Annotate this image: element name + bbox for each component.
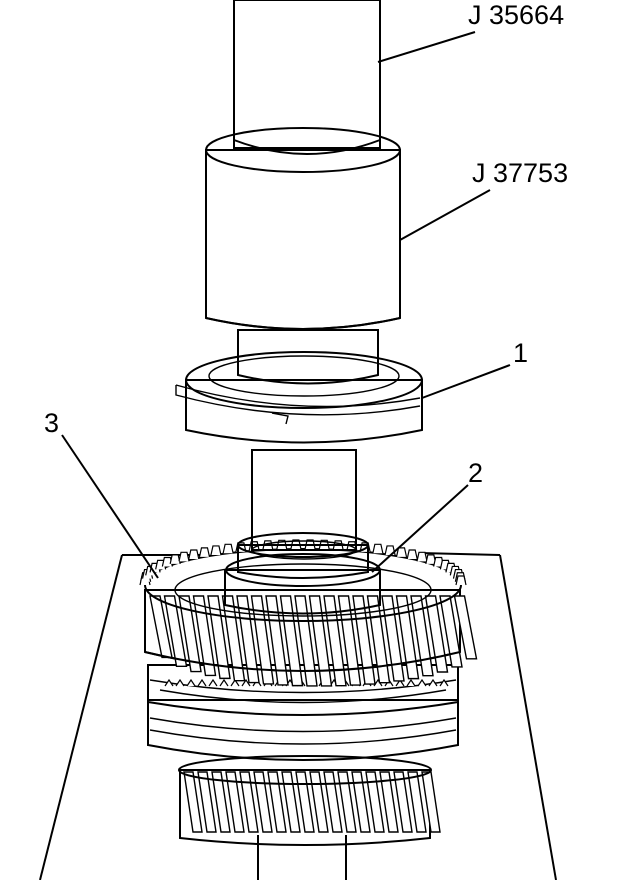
lower-gear-tooth — [295, 771, 315, 833]
gear-rim-tooth — [455, 575, 467, 586]
gear-tooth — [250, 595, 275, 685]
gear-tooth — [265, 595, 289, 686]
lower-gear-tooth — [267, 771, 287, 833]
lower-gear-tooth — [239, 771, 259, 833]
gear-tooth — [163, 595, 188, 667]
sync-tooth — [186, 678, 196, 687]
gear-rim-tooth — [372, 543, 384, 554]
gear-rim-tooth — [178, 551, 190, 562]
sync-tooth — [164, 678, 174, 687]
label-part-2: 2 — [468, 458, 483, 488]
gear-tooth — [337, 595, 362, 686]
gear-tooth — [192, 595, 217, 677]
lower-gear-tooth — [253, 771, 273, 833]
sync-tooth — [417, 678, 427, 687]
label-j37753: J 37753 — [472, 158, 568, 188]
lower-gear-tooth — [351, 771, 371, 833]
gear-rim-tooth — [198, 547, 211, 557]
gear-rim-tooth — [188, 549, 200, 560]
lower-gear-tooth — [407, 771, 427, 833]
lower-gear-tooth — [365, 771, 385, 833]
label-part-1: 1 — [513, 338, 528, 368]
bearing-part-1 — [175, 351, 423, 444]
gear-rim-tooth — [210, 545, 222, 556]
gear-rim-tooth — [406, 549, 418, 560]
label-j35664: J 35664 — [468, 0, 564, 30]
lower-gear-tooth — [309, 771, 329, 833]
helical-gear-part-3 — [139, 539, 478, 687]
gear-tooth — [279, 595, 304, 687]
gear-rim-tooth — [169, 554, 181, 564]
sync-tooth — [197, 678, 207, 687]
gear-rim-tooth — [416, 551, 428, 562]
gear-tooth — [308, 595, 333, 687]
main-shaft — [251, 449, 357, 560]
lower-gear-tooth — [197, 771, 217, 833]
sync-tooth — [428, 678, 438, 687]
lower-helical-gear — [178, 755, 441, 846]
handle-j35664 — [233, 0, 381, 155]
sync-tooth — [406, 678, 416, 687]
gear-tooth — [410, 595, 434, 677]
gear-tooth — [207, 595, 231, 680]
leader-lines — [61, 31, 511, 579]
gear-rim-tooth — [222, 543, 234, 554]
gear-tooth — [453, 595, 478, 660]
gear-tooth — [323, 595, 347, 687]
gear-tooth — [395, 595, 420, 680]
lower-gear-tooth — [379, 771, 399, 833]
gear-tooth — [381, 595, 405, 682]
lower-gear-tooth — [225, 771, 245, 833]
gear-tooth — [294, 595, 318, 687]
shaft-collar-part-2 — [224, 532, 381, 615]
sync-tooth — [219, 678, 229, 687]
gear-tooth — [178, 595, 202, 673]
sync-tooth — [208, 678, 218, 687]
installer-tool-j37753 — [205, 127, 401, 385]
lower-gear-tooth — [337, 771, 357, 833]
lower-gear-tooth — [183, 771, 203, 833]
press-frame — [39, 552, 557, 880]
gear-rim-tooth — [395, 547, 408, 557]
lower-gear-tooth — [323, 771, 343, 833]
label-part-3: 3 — [44, 408, 59, 438]
sync-tooth — [439, 678, 449, 687]
sync-tooth — [241, 678, 251, 687]
sync-tooth — [175, 678, 185, 687]
lower-gear-tooth — [211, 771, 231, 833]
gear-tooth — [424, 595, 449, 673]
gear-tooth — [439, 595, 463, 668]
lower-gear-tooth — [281, 771, 301, 833]
lower-gear-tooth — [393, 771, 413, 833]
